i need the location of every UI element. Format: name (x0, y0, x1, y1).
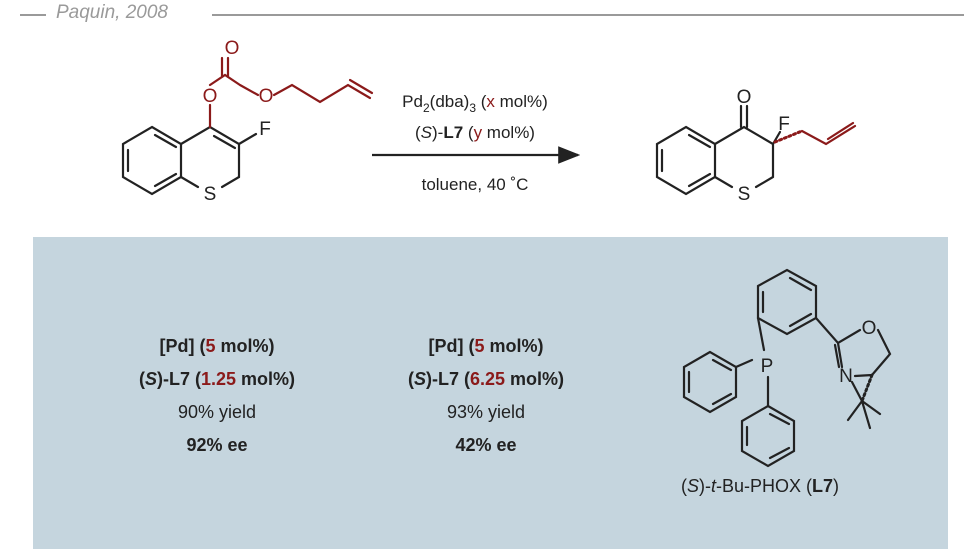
conditions-solvent: toluene, 40 ˚C (422, 175, 529, 194)
ligand-oxygen: O (862, 318, 877, 339)
ligand-phosphorus: P (761, 356, 774, 377)
ligand-caption: (S)-t-Bu-PHOX (L7) (680, 476, 840, 496)
result-1-yield: 90% yield (177, 402, 257, 422)
product (655, 104, 857, 196)
result-1-ee: 92% ee (186, 435, 248, 455)
result-2-pd-loading: [Pd] (5 mol%) (428, 336, 544, 356)
sm-sulfur: S (204, 184, 217, 205)
result-1-ligand-loading: (S)-L7 (1.25 mol%) (138, 369, 296, 389)
product-sulfur: S (738, 184, 751, 205)
sm-allyl-o: O (259, 86, 274, 107)
product-fluorine: F (778, 114, 790, 135)
result-2-ligand-loading: (S)-L7 (6.25 mol%) (407, 369, 565, 389)
result-condition-2: [Pd] (5 mol%) (S)-L7 (6.25 mol%) 93% yie… (356, 330, 616, 462)
header-rule-left (20, 14, 46, 16)
results-panel (33, 237, 948, 549)
result-1-pd-loading: [Pd] (5 mol%) (159, 336, 275, 356)
citation: Paquin, 2008 (56, 2, 168, 23)
sm-enol-o: O (203, 86, 218, 107)
sm-fluorine: F (259, 119, 271, 140)
result-2-yield: 93% yield (446, 402, 526, 422)
ligand-nitrogen: N (839, 366, 853, 387)
sm-carbonyl-o: O (225, 38, 240, 59)
conditions-catalyst: Pd2(dba)3 (x mol%) (402, 92, 548, 115)
conditions-ligand: (S)-L7 (y mol%) (415, 123, 535, 142)
result-2-ee: 42% ee (455, 435, 517, 455)
header: Paquin, 2008 (0, 0, 980, 30)
starting-material (121, 56, 374, 196)
result-condition-1: [Pd] (5 mol%) (S)-L7 (1.25 mol%) 90% yie… (87, 330, 347, 462)
header-rule-right (212, 14, 964, 16)
product-oxygen: O (737, 87, 752, 108)
